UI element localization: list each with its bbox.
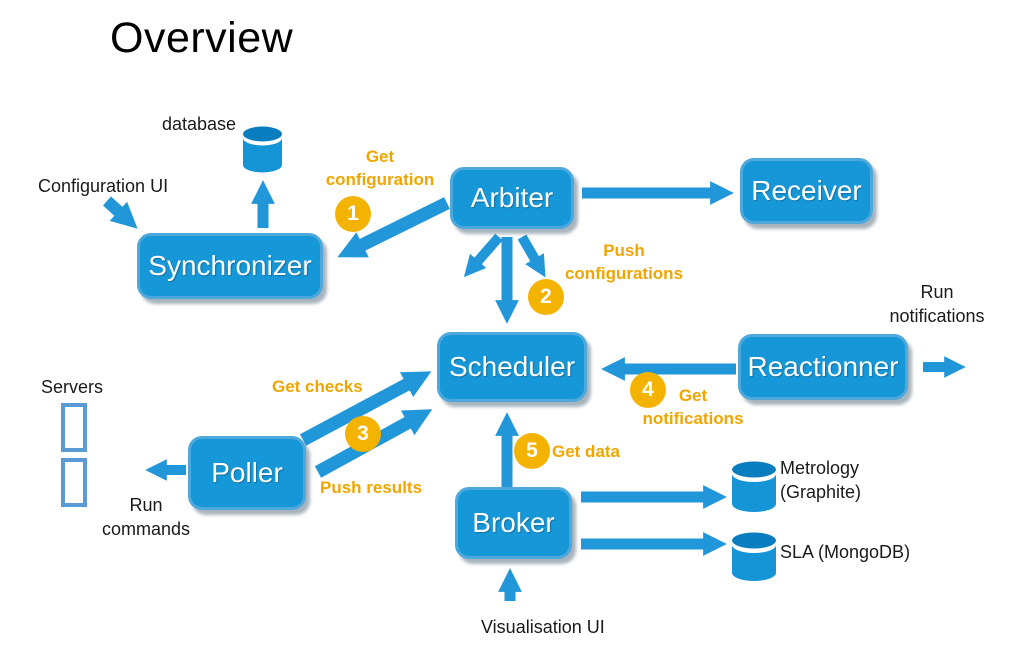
visualisation-ui-label: Visualisation UI: [481, 617, 605, 637]
sla-cylinder-icon: [732, 532, 776, 581]
sla-label: SLA (MongoDB): [780, 542, 911, 562]
node-arbiter: Arbiter: [450, 167, 574, 229]
node-synchronizer: Synchronizer: [137, 233, 323, 299]
step-badge-4: 4: [630, 372, 666, 408]
configuration-ui-label: Configuration UI: [38, 176, 169, 196]
node-poller: Poller: [188, 436, 306, 510]
node-receiver: Receiver: [740, 158, 873, 224]
push-results-label: Push results: [320, 478, 423, 497]
step-badge-5: 5: [514, 433, 550, 469]
get-configuration-label: Get configuration: [325, 147, 435, 189]
metrology-cylinder-icon: [732, 461, 776, 512]
step-badge-1: 1: [335, 196, 371, 232]
step-badge-3: 3: [345, 416, 381, 452]
server-icon: [61, 403, 87, 452]
get-notifications-label: Get notifications: [642, 386, 744, 428]
run-notifications-label: Run notifications: [889, 282, 985, 327]
database-cylinder-icon: [243, 126, 282, 173]
get-checks-label: Get checks: [272, 377, 363, 396]
arrow-arbiter-fan-left: [463, 233, 503, 278]
servers-label: Servers: [41, 377, 104, 397]
metrology-label: Metrology (Graphite): [780, 458, 862, 503]
run-commands-label: Run commands: [101, 495, 191, 540]
arrow-arbiter-fan-right: [517, 234, 546, 278]
server-icon: [61, 458, 87, 507]
node-scheduler: Scheduler: [437, 332, 587, 402]
get-data-label: Get data: [552, 442, 621, 461]
page-title: Overview: [110, 14, 294, 62]
step-badge-2: 2: [528, 279, 564, 315]
node-reactionner: Reactionner: [738, 334, 908, 400]
node-broker: Broker: [455, 487, 572, 559]
push-configurations-label: Push configurations: [564, 241, 684, 283]
database-label: database: [162, 114, 237, 134]
arrow-configuration-ui-to-synchronizer: [102, 196, 138, 229]
